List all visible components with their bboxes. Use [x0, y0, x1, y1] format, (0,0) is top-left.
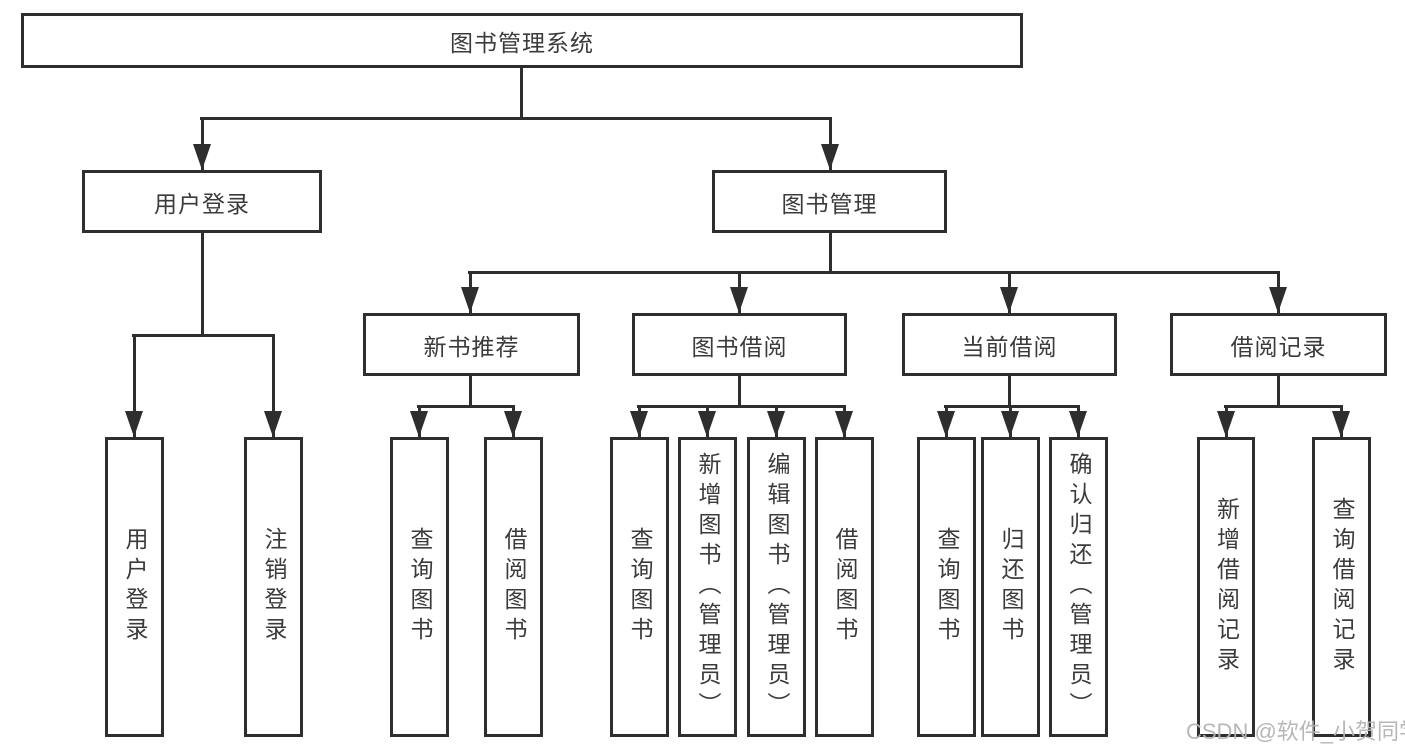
leaf-add-borrow-record-label: 新增借阅记录 [1213, 497, 1240, 677]
leaf-query-borrow-record: 查询借阅记录 [1312, 437, 1371, 737]
leaf-add-book-admin: 新增图书（管理员） [678, 437, 737, 737]
leaf-add-book-admin-label: 新增图书（管理员） [695, 452, 721, 722]
arrowhead-leaf [1069, 411, 1087, 437]
leaf-user-login: 用户登录 [105, 437, 164, 737]
node-borrow-records-label: 借阅记录 [1230, 333, 1327, 360]
node-current-borrow-label: 当前借阅 [961, 333, 1058, 360]
node-new-book-recommend-label: 新书推荐 [423, 333, 520, 360]
leaf-add-borrow-record: 新增借阅记录 [1197, 437, 1255, 737]
leaf-borrow-books-recommend: 借阅图书 [484, 437, 543, 737]
connector-user-login-rail [132, 334, 275, 337]
arrowhead-leaf-login [125, 411, 143, 437]
leaf-borrow-books-label: 借阅图书 [832, 527, 858, 647]
leaf-query-books-recommend-label: 查询图书 [407, 527, 433, 647]
arrowhead-leaf [767, 411, 785, 437]
node-root: 图书管理系统 [21, 13, 1023, 68]
leaf-query-borrow-record-label: 查询借阅记录 [1329, 497, 1355, 677]
connector-current-borrow-rail [944, 405, 1080, 408]
leaf-return-book-label: 归还图书 [998, 527, 1024, 647]
leaf-query-books-current: 查询图书 [917, 437, 976, 737]
connector-book-borrow-stem [738, 376, 741, 406]
connector-borrow-records-rail [1224, 405, 1343, 408]
arrowhead-leaf [630, 411, 648, 437]
leaf-user-login-label: 用户登录 [122, 527, 148, 647]
connector-book-mgmt-stem [829, 233, 832, 272]
leaf-borrow-books-recommend-label: 借阅图书 [501, 527, 527, 647]
arrowhead-leaf [504, 411, 522, 437]
node-book-mgmt: 图书管理 [712, 170, 947, 233]
arrowhead-leaf [835, 411, 853, 437]
leaf-query-books-borrow-label: 查询图书 [627, 527, 653, 647]
leaf-confirm-return-admin-label: 确认归还（管理员） [1066, 452, 1092, 722]
leaf-query-books-current-label: 查询图书 [934, 527, 960, 647]
arrowhead-leaf [698, 411, 716, 437]
leaf-query-books-recommend: 查询图书 [390, 437, 449, 737]
node-root-label: 图书管理系统 [450, 29, 594, 56]
arrowhead-leaf [1001, 411, 1019, 437]
node-book-borrow: 图书借阅 [632, 313, 847, 376]
arrowhead-leaf-logout [264, 411, 282, 437]
node-book-mgmt-label: 图书管理 [781, 190, 878, 217]
leaf-edit-book-admin: 编辑图书（管理员） [747, 437, 806, 737]
leaf-logout: 注销登录 [244, 437, 303, 737]
node-borrow-records: 借阅记录 [1170, 313, 1387, 376]
arrowhead-new-rec [461, 287, 479, 313]
leaf-confirm-return-admin: 确认归还（管理员） [1049, 437, 1108, 737]
arrowhead-current-borrow [1000, 287, 1018, 313]
connector-new-rec-rail [417, 405, 515, 408]
node-current-borrow: 当前借阅 [902, 313, 1117, 376]
connector-new-rec-stem [469, 376, 472, 406]
csdn-watermark: CSDN @软件_小贺同学 [1186, 719, 1405, 744]
arrowhead-leaf [1217, 411, 1235, 437]
connector-root-stem [520, 68, 523, 118]
arrowhead-leaf [1332, 411, 1350, 437]
leaf-logout-label: 注销登录 [261, 527, 287, 647]
arrowhead-user-login [193, 144, 211, 170]
connector-book-mgmt-rail [468, 271, 1280, 274]
connector-current-borrow-stem [1008, 376, 1011, 406]
connector-to-leaf-login [133, 335, 136, 437]
connector-book-borrow-rail [637, 405, 846, 408]
leaf-edit-book-admin-label: 编辑图书（管理员） [764, 452, 790, 722]
leaf-borrow-books: 借阅图书 [815, 437, 874, 737]
arrowhead-book-borrow [730, 287, 748, 313]
node-book-borrow-label: 图书借阅 [691, 333, 788, 360]
leaf-query-books-borrow: 查询图书 [610, 437, 669, 737]
arrowhead-leaf [410, 411, 428, 437]
connector-user-login-stem [201, 233, 204, 335]
connector-root-rail [200, 117, 832, 120]
arrowhead-book-mgmt [821, 144, 839, 170]
connector-borrow-records-stem [1277, 376, 1280, 406]
arrowhead-borrow-records [1269, 287, 1287, 313]
node-user-login: 用户登录 [82, 170, 322, 233]
node-user-login-label: 用户登录 [154, 190, 250, 217]
connector-to-leaf-logout [272, 335, 275, 437]
node-new-book-recommend: 新书推荐 [363, 313, 580, 376]
arrowhead-leaf [937, 411, 955, 437]
leaf-return-book: 归还图书 [981, 437, 1040, 737]
